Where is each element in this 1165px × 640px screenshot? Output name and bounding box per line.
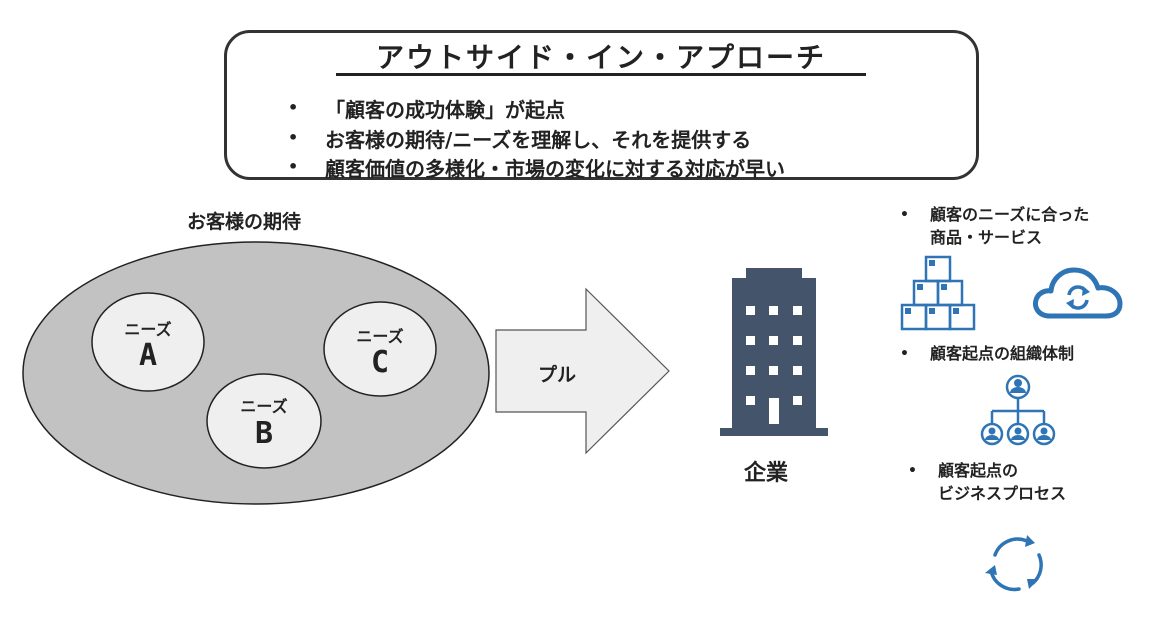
need-c-circle <box>323 301 437 397</box>
org-chart-icon <box>980 374 1056 446</box>
title-underline <box>336 73 866 76</box>
bullet-marker: • <box>900 346 909 362</box>
side-item-3-line-2: ビジネスプロセス <box>938 484 1067 503</box>
side-item-2-line-1: 顧客起点の組織体制 <box>930 344 1075 363</box>
need-b-circle <box>206 373 322 469</box>
header-bullet-2: お客様の期待/ニーズを理解し、それを提供する <box>325 128 752 152</box>
header-bullet-1: 「顧客の成功体験」が起点 <box>325 98 565 122</box>
need-b-label: ニーズ <box>240 397 288 416</box>
side-item-1-line-1: 顧客のニーズに合った <box>930 205 1090 224</box>
bullet-marker: • <box>288 128 299 147</box>
pull-label: プル <box>538 364 577 386</box>
cycle-arrows-icon <box>985 535 1043 592</box>
building-icon <box>720 268 828 436</box>
header-bullet-3: 顧客価値の多様化・市場の変化に対する対応が早い <box>325 157 785 181</box>
bullet-marker: • <box>288 98 299 117</box>
bullet-marker: • <box>288 157 299 176</box>
need-a-letter: A <box>138 338 158 373</box>
need-b-letter: B <box>254 416 274 451</box>
need-c-letter: C <box>370 345 390 380</box>
need-a-label: ニーズ <box>124 320 172 339</box>
side-item-1-line-2: 商品・サービス <box>930 228 1043 247</box>
customer-expectation-label: お客様の期待 <box>187 211 302 233</box>
cloud-sync-icon <box>1033 267 1123 319</box>
page-title: アウトサイド・イン・アプローチ <box>375 41 826 74</box>
side-item-3-line-1: 顧客起点の <box>938 461 1019 480</box>
need-c-label: ニーズ <box>356 327 404 346</box>
header-box <box>224 30 979 180</box>
boxes-icon <box>900 255 976 331</box>
bullet-marker: • <box>900 207 909 223</box>
pull-arrow <box>495 287 670 455</box>
company-label: 企業 <box>744 461 789 486</box>
bullet-marker: • <box>908 463 917 479</box>
need-a-circle <box>91 292 205 392</box>
